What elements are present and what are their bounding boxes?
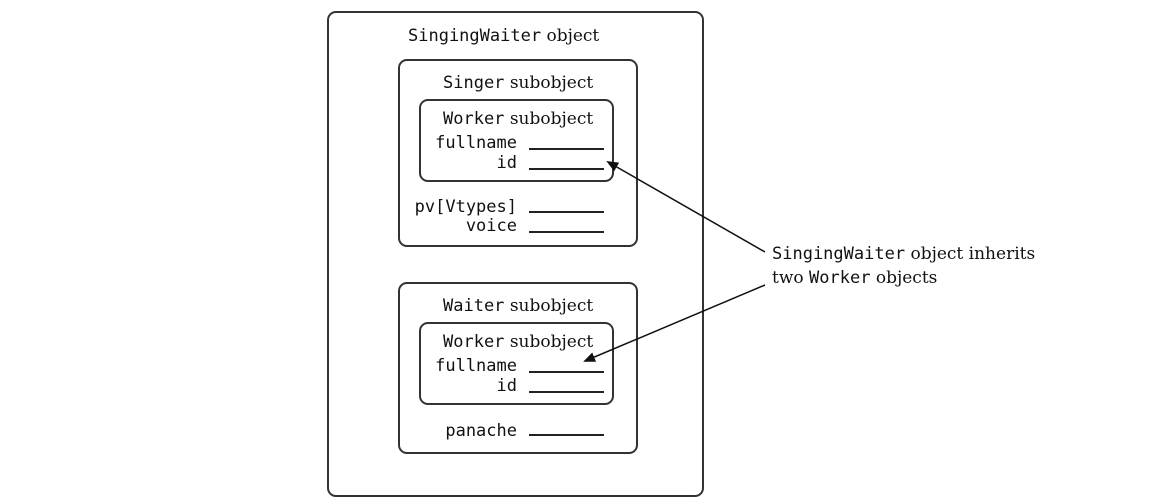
waiter-worker-field-id: id bbox=[496, 376, 517, 396]
singingwaiter-title: SingingWaiter object bbox=[408, 24, 599, 47]
waiter-worker-class-name: Worker bbox=[443, 332, 505, 352]
singer-title: Singer subobject bbox=[443, 71, 593, 94]
annotation-line-2: two Worker objects bbox=[772, 266, 937, 291]
singer-worker-field-fullname-blank bbox=[529, 148, 604, 150]
annotation-line-1: SingingWaiter object inherits bbox=[772, 242, 1035, 267]
waiter-title-suffix: subobject bbox=[504, 296, 594, 316]
singer-title-suffix: subobject bbox=[504, 73, 594, 93]
annotation-class-worker: Worker bbox=[809, 268, 871, 288]
singingwaiter-title-suffix: object bbox=[541, 26, 600, 46]
waiter-worker-field-fullname: fullname bbox=[435, 356, 517, 376]
singer-worker-title: Worker subobject bbox=[443, 107, 593, 130]
singer-worker-class-name: Worker bbox=[443, 109, 505, 129]
waiter-class-name: Waiter bbox=[443, 296, 505, 316]
arrow-to-waiter-worker bbox=[583, 284, 766, 362]
waiter-worker-title-suffix: subobject bbox=[504, 332, 594, 352]
annotation-line-2-prefix: two bbox=[772, 268, 810, 288]
annotation-class-singingwaiter: SingingWaiter bbox=[772, 244, 906, 264]
singingwaiter-class-name: SingingWaiter bbox=[408, 26, 542, 46]
waiter-subobject-box bbox=[398, 282, 638, 454]
annotation-line-2-suffix: objects bbox=[870, 268, 938, 288]
singer-worker-subobject-box bbox=[419, 99, 614, 182]
waiter-field-panache-blank bbox=[529, 434, 604, 436]
waiter-worker-field-id-blank bbox=[529, 391, 604, 393]
waiter-worker-subobject-box bbox=[419, 322, 614, 405]
singer-field-pv: pv[Vtypes] bbox=[414, 197, 517, 217]
singer-worker-field-id: id bbox=[496, 153, 517, 173]
waiter-worker-title: Worker subobject bbox=[443, 330, 593, 353]
arrow-to-singer-worker bbox=[606, 161, 766, 253]
annotation-line-1-text: object inherits bbox=[905, 244, 1036, 264]
singer-class-name: Singer bbox=[443, 73, 505, 93]
singer-field-pv-blank bbox=[529, 211, 604, 213]
singer-worker-field-fullname: fullname bbox=[435, 133, 517, 153]
singer-field-voice: voice bbox=[465, 216, 517, 236]
singer-worker-title-suffix: subobject bbox=[504, 109, 594, 129]
singingwaiter-object-box bbox=[327, 11, 704, 497]
waiter-title: Waiter subobject bbox=[443, 294, 593, 317]
waiter-worker-field-fullname-blank bbox=[529, 371, 604, 373]
singer-worker-field-id-blank bbox=[529, 168, 604, 170]
singer-subobject-box bbox=[398, 59, 638, 247]
waiter-field-panache: panache bbox=[445, 421, 517, 441]
singer-field-voice-blank bbox=[529, 231, 604, 233]
